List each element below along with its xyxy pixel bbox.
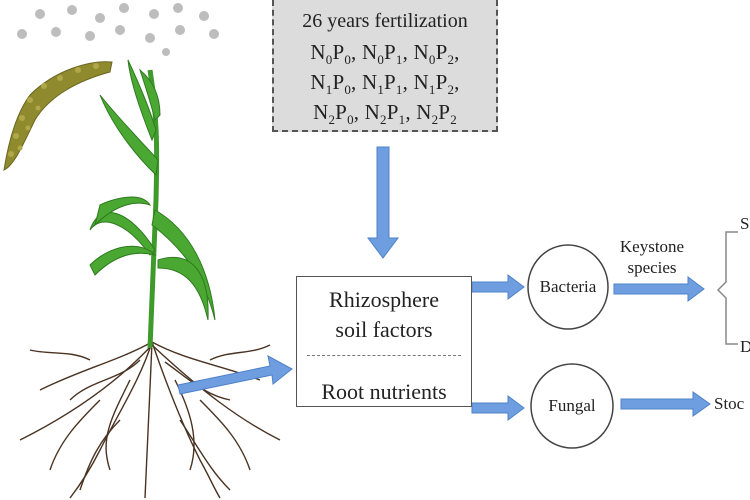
keystone-species-label: Keystone species — [610, 236, 694, 278]
fertilization-title: 26 years fertilization — [302, 10, 468, 32]
root-nutrients-label: Root nutrients — [321, 379, 447, 404]
cut-label-bottom: D — [740, 337, 750, 356]
panicle-grains — [8, 63, 99, 157]
keystone-line2: species — [627, 258, 677, 277]
soil-factors-line1: Rhizosphere — [329, 287, 439, 312]
arrow-fungal-to-target — [620, 391, 711, 417]
bracket — [716, 231, 738, 345]
box-divider — [307, 355, 461, 356]
bacteria-node — [527, 244, 609, 330]
arrow-bacteria-to-keystone — [613, 276, 705, 302]
seed-dots — [17, 3, 219, 56]
soil-factors-box: Rhizosphere soil factors Root nutrients — [296, 276, 472, 407]
plant-panicle — [3, 61, 113, 171]
soil-factors-line2: soil factors — [335, 317, 433, 342]
fungal-target-label: Stoc — [714, 394, 745, 413]
keystone-line1: Keystone — [619, 237, 685, 256]
cut-label-top: S — [740, 214, 750, 233]
fertilization-box: 26 years fertilization N0P0, N0P1, N0P2,… — [272, 0, 498, 132]
arrow-fertilization-to-soil — [367, 146, 399, 259]
plant-leaves — [89, 59, 216, 321]
arrow-box-to-bacteria — [471, 274, 525, 300]
fungal-node — [530, 363, 614, 449]
fertilization-row: N0P0, N0P1, N0P2, — [310, 40, 460, 68]
bacteria-label: Bacteria — [539, 277, 597, 296]
arrow-roots-to-box — [177, 355, 293, 395]
arrow-box-to-fungal — [471, 395, 525, 421]
fungal-label: Fungal — [548, 396, 596, 415]
fertilization-row: N1P0, N1P1, N1P2, — [310, 70, 460, 98]
soil-factors-label: Rhizosphere soil factors — [297, 285, 471, 345]
fertilization-row: N2P0, N2P1, N2P2 — [313, 100, 457, 128]
